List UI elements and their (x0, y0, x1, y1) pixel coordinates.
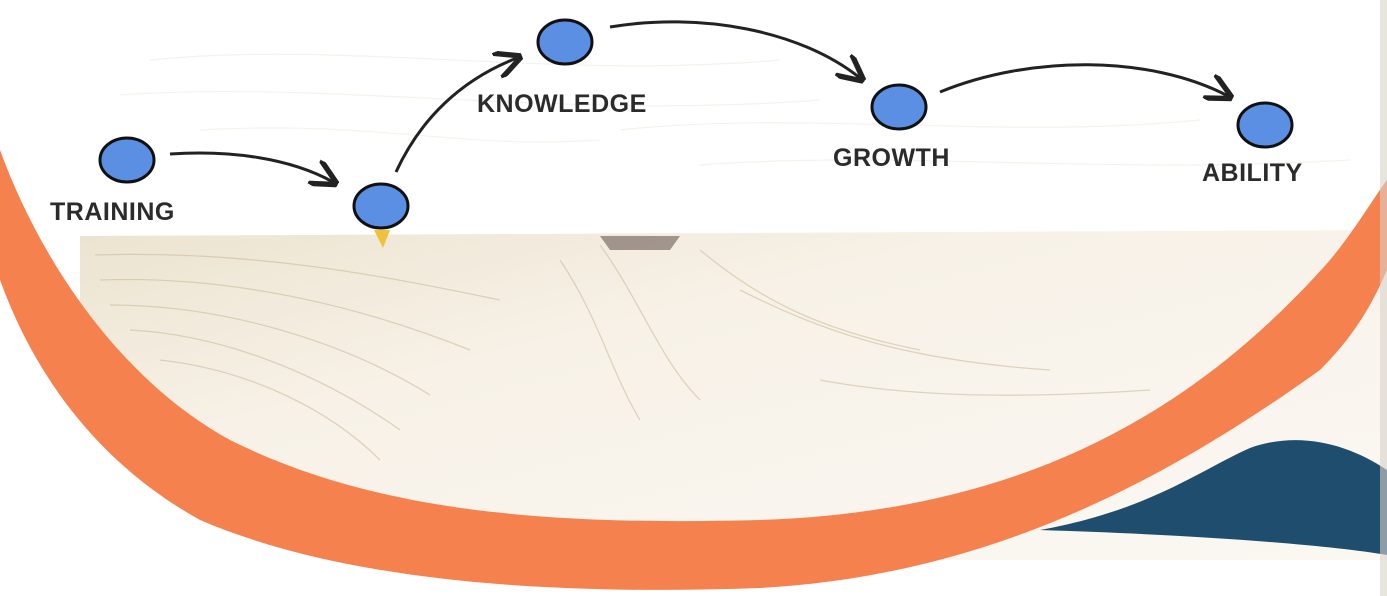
node-transition (354, 184, 408, 228)
flow-arrows (170, 22, 1228, 182)
right-edge-strip (1380, 0, 1387, 596)
wood-dark-knot (600, 236, 680, 250)
step-label-growth: GROWTH (833, 146, 950, 171)
upper-wood-texture (120, 54, 1350, 165)
step-label-training: TRAINING (50, 200, 175, 225)
step-label-knowledge: KNOWLEDGE (477, 92, 647, 117)
arrow-training-to-dot (170, 153, 333, 182)
step-label-ability: ABILITY (1202, 161, 1303, 186)
node-training (100, 138, 154, 182)
arrow-growth-to-ability (940, 65, 1228, 96)
node-knowledge (538, 20, 592, 64)
node-ability (1238, 103, 1292, 147)
node-growth (872, 85, 926, 129)
arrow-knowledge-to-growth (610, 22, 860, 78)
